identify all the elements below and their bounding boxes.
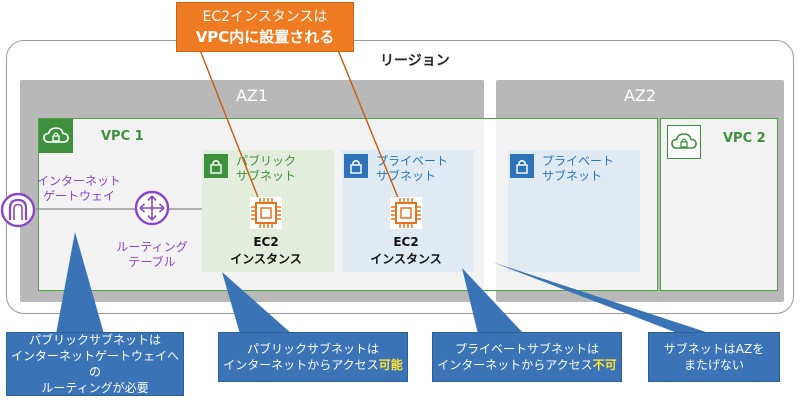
top-callout-line2: VPC内に設置される — [195, 27, 335, 46]
internet-gateway-label: インターネット ゲートウェイ — [36, 174, 121, 203]
ec2-instance-private-label: EC2 インスタンス — [370, 235, 442, 266]
leader-line-private — [337, 49, 404, 211]
callout-private-access: プライベートサブネットは インターネットからアクセス不可 — [432, 332, 622, 382]
private-subnet-az1-lock-icon — [344, 154, 368, 178]
vpc2-cloud-lock-icon — [667, 125, 701, 159]
ec2-chip-private-icon — [390, 197, 422, 229]
internet-gateway-icon — [0, 192, 36, 228]
private-subnet-az2-label: プライベート サブネット — [542, 154, 615, 183]
az1-label: AZ1 — [235, 86, 269, 105]
top-callout: EC2インスタンスは VPC内に設置される — [176, 2, 354, 52]
private-subnet-az2-lock-icon — [510, 154, 534, 178]
callout-subnet-az: サブネットはAZを またげない — [648, 332, 780, 382]
callout-igw-routing: パブリックサブネットは インターネットゲートウェイへの ルーティングが必要 — [6, 332, 184, 396]
ec2-chip-public-icon — [250, 197, 282, 229]
public-subnet-lock-icon — [204, 154, 228, 178]
callout-public-access: パブリックサブネットは インターネットからアクセス可能 — [218, 332, 408, 382]
leader-line-public — [199, 49, 264, 211]
top-callout-line1: EC2インスタンスは — [202, 8, 328, 25]
vpc1-label: VPC 1 — [101, 129, 144, 144]
ec2-instance-public-label: EC2 インスタンス — [230, 235, 302, 266]
callout-pointer-3 — [462, 268, 524, 334]
route-table-label: ルーティング テーブル — [116, 240, 188, 269]
route-table-icon — [134, 190, 170, 226]
vpc2-container: VPC 2 — [660, 118, 778, 291]
vpc2-label: VPC 2 — [723, 131, 766, 146]
callout-pointer-1 — [56, 232, 104, 334]
callout-pointer-4 — [492, 262, 712, 334]
az2-label: AZ2 — [623, 86, 657, 105]
region-label: リージョン — [380, 53, 450, 69]
callout-pointer-2 — [222, 272, 292, 334]
private-subnet-az2: プライベート サブネット — [508, 150, 640, 272]
vpc1-cloud-lock-icon — [39, 119, 73, 153]
